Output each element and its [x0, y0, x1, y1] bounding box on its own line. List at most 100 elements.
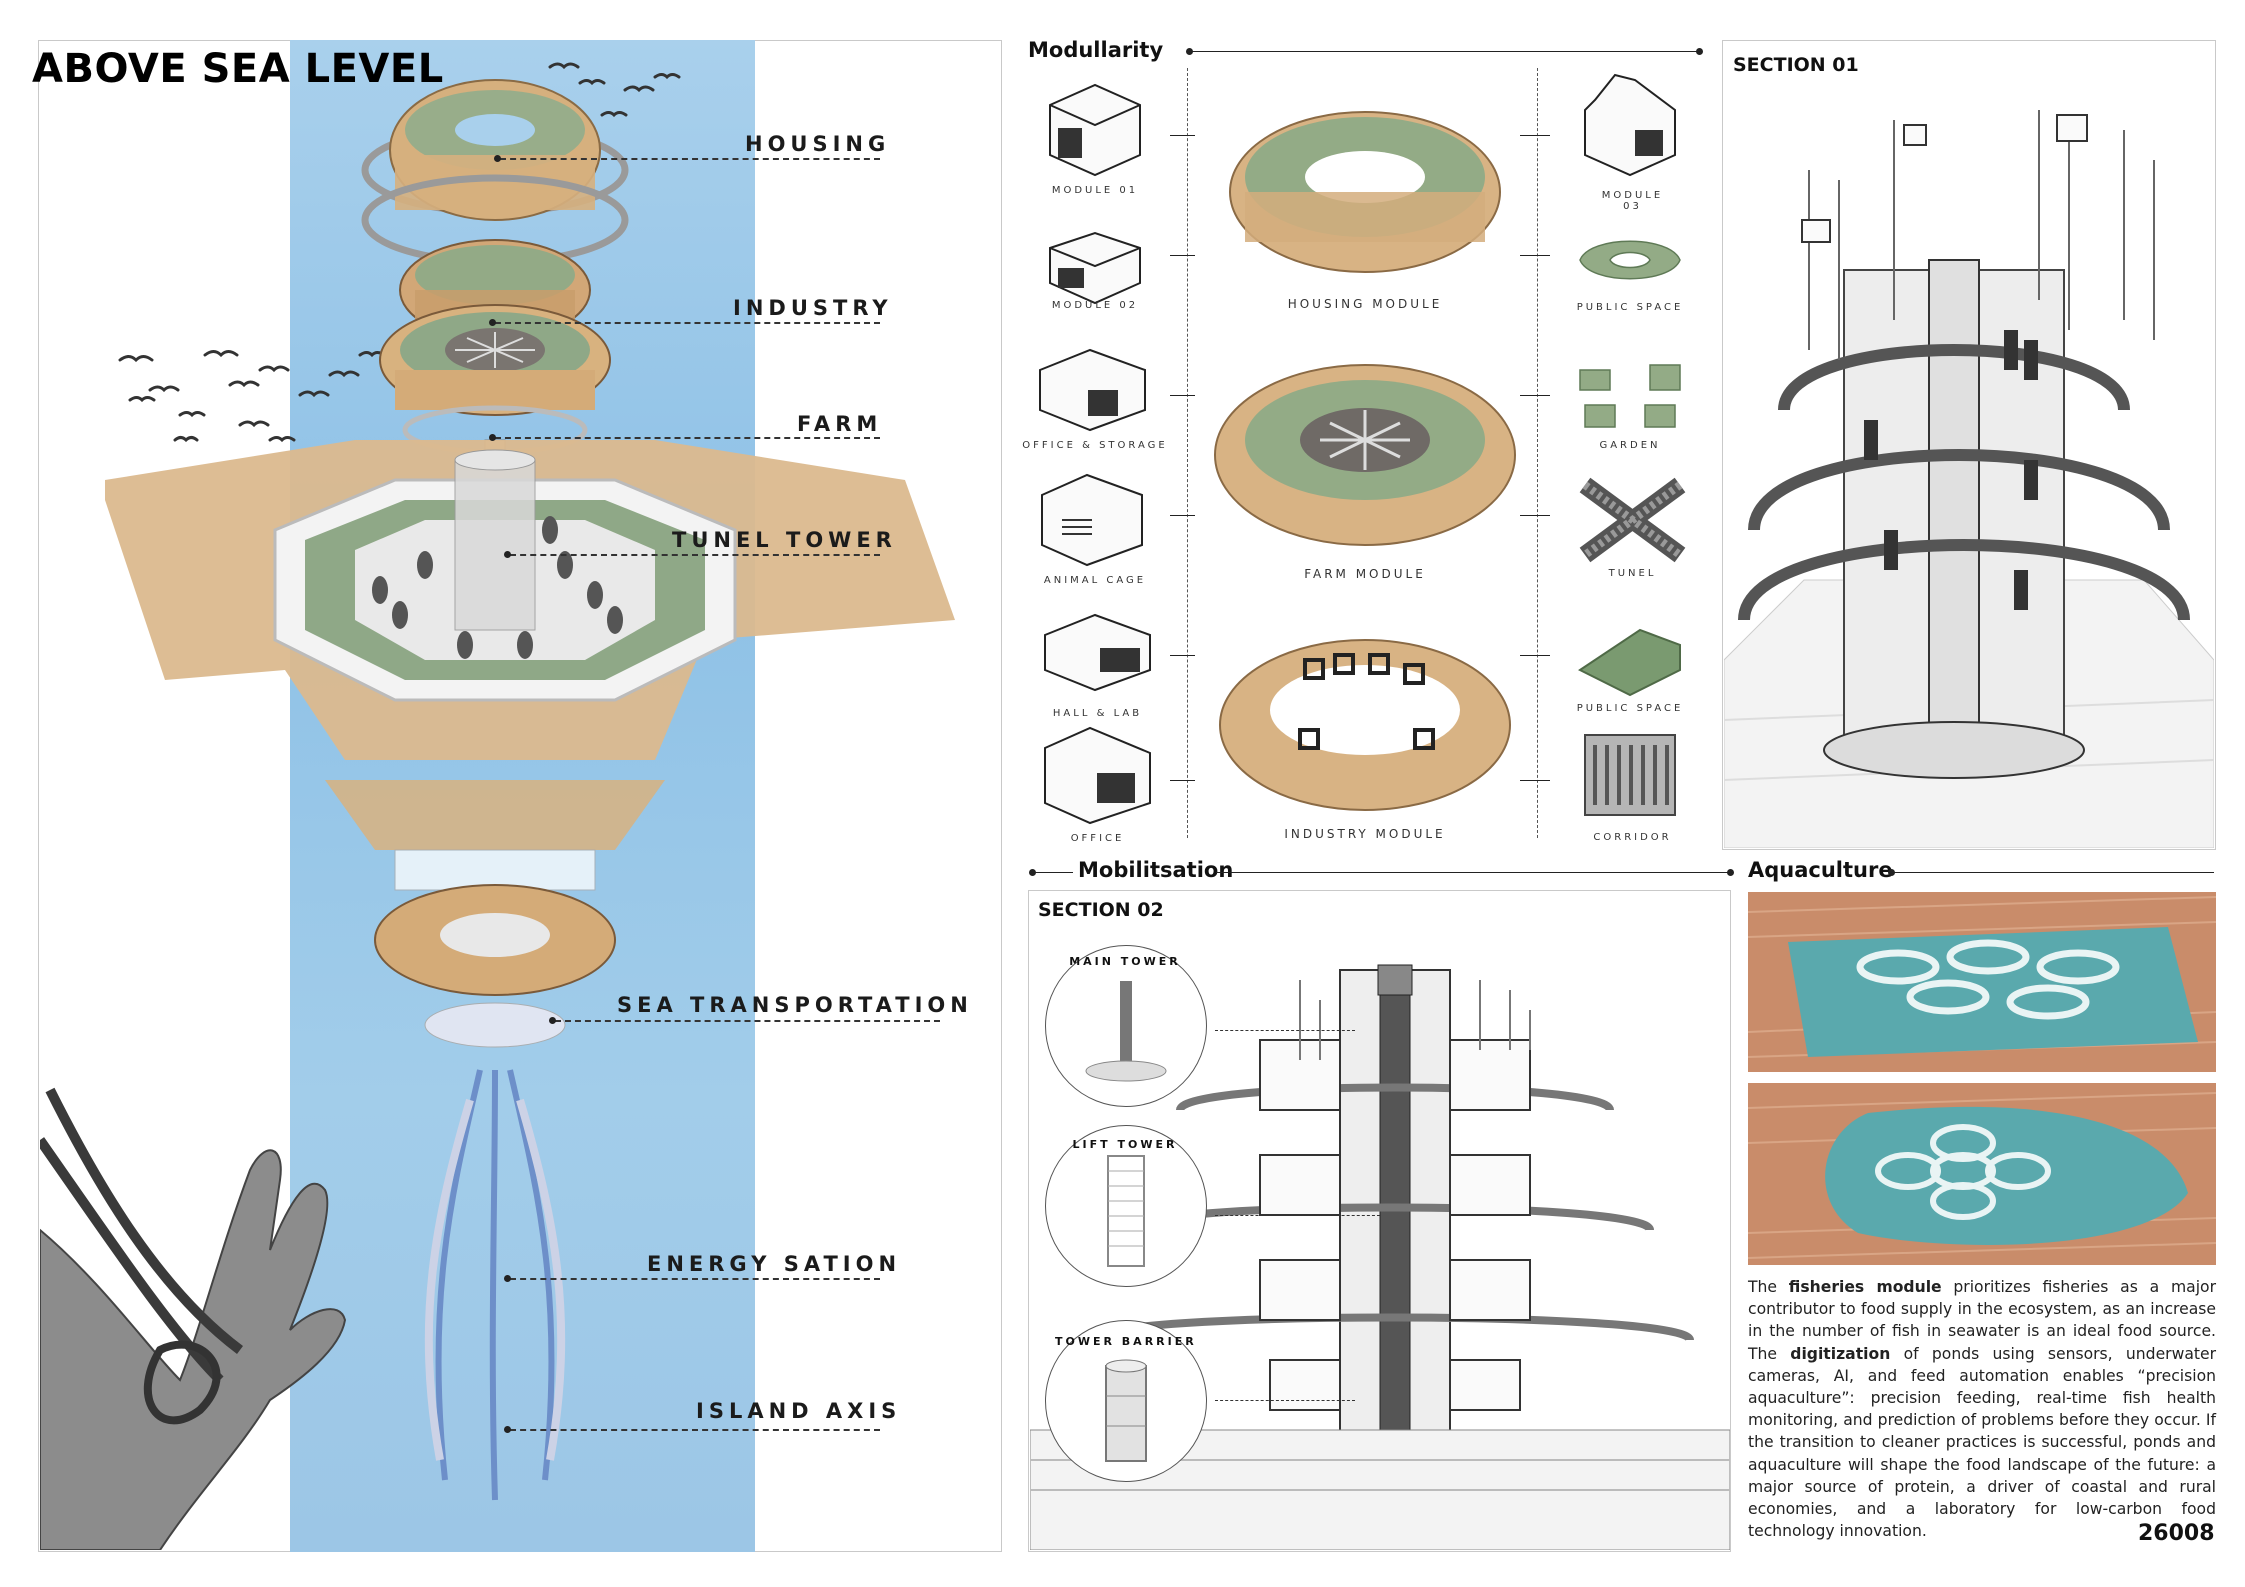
corridor-icon	[1584, 734, 1676, 816]
section-02-illustration	[1030, 964, 1730, 1550]
aquaculture-text-bold-1: fisheries module	[1788, 1278, 1942, 1296]
aquaculture-rule	[1892, 872, 2214, 873]
hall-lab-label: HALL & LAB	[1052, 708, 1143, 719]
section-02-heading: SECTION 02	[1038, 899, 1164, 921]
module-01-label: MODULE 01	[1051, 185, 1139, 196]
energy-sation-leader	[510, 1278, 880, 1280]
modularity-divider-right	[1537, 68, 1538, 838]
connector-01	[1170, 135, 1195, 136]
energy-sation-leader-dot	[504, 1275, 511, 1282]
housing-module-label: HOUSING MODULE	[1287, 297, 1443, 311]
tunel-tower-leader-dot	[504, 551, 511, 558]
animal-cage-label: ANIMAL CAGE	[1043, 575, 1147, 586]
aquaculture-text-mid: prioritizes fisheries as a major contrib…	[1748, 1278, 2216, 1363]
connector-12	[1520, 780, 1550, 781]
module-02-label: MODULE 02	[1051, 300, 1139, 311]
public-space-icon-2	[1578, 628, 1681, 697]
housing-leader	[500, 158, 880, 160]
aquaculture-rule-dot	[1888, 869, 1895, 876]
lift-tower-circle	[1045, 1125, 1207, 1287]
aquaculture-heading: Aquaculture	[1748, 858, 1893, 882]
section-01-illustration	[1724, 110, 2214, 848]
main-tower-label: MAIN TOWER	[1069, 955, 1181, 968]
tower-barrier-icon	[1105, 1359, 1147, 1462]
farm-module-illustration	[1214, 364, 1516, 546]
industry-label: INDUSTRY	[733, 296, 893, 320]
aquaculture-text-end: of ponds using sensors, underwater camer…	[1748, 1344, 2216, 1541]
module-03-label: MODULE 03	[1601, 190, 1664, 212]
sea-transportation-leader-dot	[549, 1017, 556, 1024]
connector-03	[1520, 135, 1550, 136]
farm-leader	[495, 437, 880, 439]
lift-tower-leader	[1215, 1215, 1380, 1216]
aquaculture-photo-1	[1748, 892, 2216, 1072]
connector-06	[1170, 515, 1195, 516]
sea-transportation-label: SEA TRANSPORTATION	[617, 993, 973, 1017]
section-01-heading: SECTION 01	[1733, 54, 1859, 76]
hall-lab-icon	[1044, 613, 1151, 692]
tunel-tower-label: TUNEL TOWER	[672, 528, 897, 552]
public-space-label-2: PUBLIC SPACE	[1576, 703, 1684, 714]
housing-module-illustration	[1229, 111, 1501, 273]
farm-module-label: FARM MODULE	[1304, 567, 1426, 581]
housing-leader-dot	[494, 155, 501, 162]
energy-sation-label: ENERGY SATION	[647, 1252, 902, 1276]
connector-04	[1520, 255, 1550, 256]
industry-module-label: INDUSTRY MODULE	[1284, 827, 1446, 841]
aquaculture-photo-2	[1748, 1083, 2216, 1265]
office-storage-icon	[1039, 348, 1146, 432]
tower-barrier-label: TOWER BARRIER	[1055, 1335, 1197, 1348]
aquaculture-description: The fisheries module prioritizes fisheri…	[1748, 1276, 2216, 1542]
connector-02	[1170, 255, 1195, 256]
tunel-tower-leader	[510, 554, 880, 556]
island-axis-leader-dot	[504, 1426, 511, 1433]
connector-10	[1170, 780, 1195, 781]
lift-tower-icon	[1107, 1155, 1145, 1267]
tower-barrier-circle	[1045, 1320, 1207, 1482]
page-title: ABOVE SEA LEVEL	[32, 46, 444, 92]
office-label: OFFICE	[1070, 833, 1125, 844]
modularity-rule-dot	[1186, 48, 1193, 55]
aquaculture-text-start: The	[1748, 1278, 1789, 1296]
lift-tower-label: LIFT TOWER	[1072, 1138, 1178, 1151]
sea-transportation-leader	[555, 1020, 940, 1022]
garden-label: GARDEN	[1599, 440, 1661, 451]
connector-09	[1170, 655, 1195, 656]
module-02-icon	[1049, 231, 1141, 305]
exploded-tower-illustration	[105, 79, 955, 1501]
main-tower-leader	[1215, 1030, 1355, 1031]
section-02-frame	[1028, 890, 1731, 1552]
farm-label: FARM	[797, 412, 883, 436]
connector-07	[1520, 395, 1550, 396]
island-axis-label: ISLAND AXIS	[696, 1399, 902, 1423]
animal-cage-icon	[1041, 473, 1143, 567]
office-storage-label: OFFICE & STORAGE	[1022, 440, 1168, 451]
mobilization-rule-dot	[1029, 869, 1036, 876]
garden-icon	[1579, 364, 1681, 428]
mobilization-rule-left	[1033, 872, 1073, 873]
module-01-icon	[1049, 83, 1141, 177]
housing-label: HOUSING	[745, 132, 891, 156]
mobilization-rule-right	[1216, 872, 1731, 873]
industry-leader	[495, 322, 880, 324]
mobilization-heading: Mobilitsation	[1078, 858, 1234, 882]
modularity-divider-left	[1187, 68, 1188, 838]
tunel-icon	[1579, 477, 1686, 563]
module-03-icon	[1584, 73, 1676, 177]
public-space-icon-1	[1579, 240, 1681, 280]
sheet-number: 26008	[2138, 1521, 2215, 1546]
connector-11	[1520, 655, 1550, 656]
modularity-rule-dot-end	[1696, 48, 1703, 55]
main-tower-icon	[1085, 981, 1167, 1082]
main-tower-circle	[1045, 945, 1207, 1107]
aquaculture-text-bold-2: digitization	[1790, 1344, 1891, 1363]
farm-leader-dot	[489, 434, 496, 441]
hand-illustration	[40, 1087, 347, 1550]
industry-module-illustration	[1219, 639, 1511, 811]
tower-barrier-leader	[1215, 1400, 1355, 1401]
connector-05	[1170, 395, 1195, 396]
corridor-label: CORRIDOR	[1593, 832, 1672, 843]
industry-leader-dot	[489, 319, 496, 326]
office-icon	[1044, 726, 1151, 825]
section-01-frame	[1722, 40, 2216, 850]
